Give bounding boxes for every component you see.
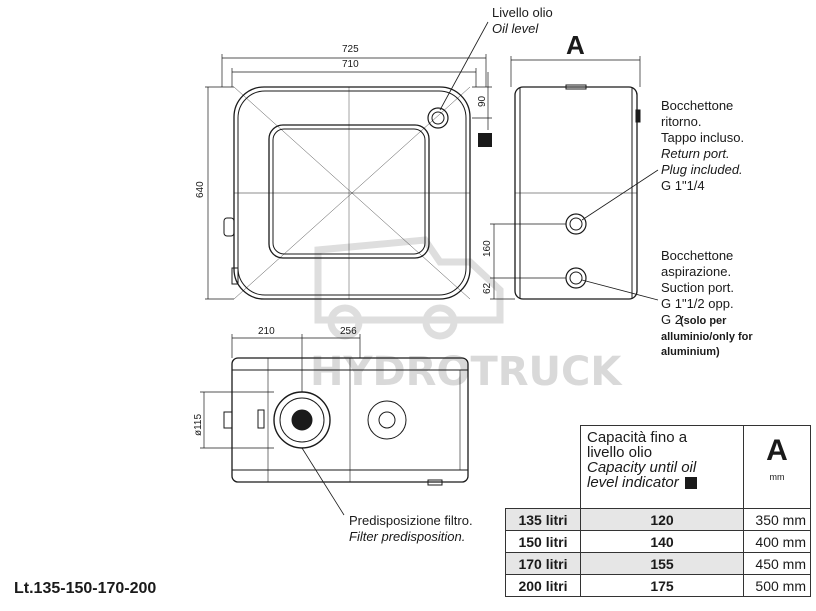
view-label-a: A xyxy=(566,30,585,60)
dim-115: ø115 xyxy=(193,414,204,436)
dim-90: 90 xyxy=(477,95,488,107)
capacity-table: Capacità fino a livello olio Capacity un… xyxy=(505,425,811,597)
side-view xyxy=(514,84,641,300)
oil-level-marker-icon xyxy=(684,477,697,490)
row-label: 135 litri xyxy=(505,508,581,531)
front-dimensions xyxy=(205,54,492,300)
suction-note-3: aluminium) xyxy=(661,346,720,358)
watermark-truck-icon xyxy=(314,236,504,340)
dim-256: 256 xyxy=(340,326,357,337)
return-port-line-3: Tappo incluso. xyxy=(661,130,744,145)
return-port-line-1: Bocchettone xyxy=(661,98,733,113)
dim-725: 725 xyxy=(342,44,359,55)
header-unit: mm xyxy=(769,472,785,482)
suction-port-line-2: aspirazione. xyxy=(661,264,731,279)
row-value: 140 xyxy=(580,530,744,553)
suction-port-line-5: G 2 xyxy=(661,312,682,327)
dim-640: 640 xyxy=(195,181,206,198)
row-value: 155 xyxy=(580,552,744,575)
row-label: 170 litri xyxy=(505,552,581,575)
return-port-line-2: ritorno. xyxy=(661,114,701,129)
row-label: 150 litri xyxy=(505,530,581,553)
row-value: 175 xyxy=(580,574,744,597)
oil-level-marker-icon xyxy=(478,133,492,147)
row-label: 200 litri xyxy=(505,574,581,597)
front-view xyxy=(223,86,471,300)
header-en-1: Capacity until oil xyxy=(587,459,697,476)
top-dimensions xyxy=(200,334,361,449)
row-a-mm: 450 mm xyxy=(743,552,811,575)
row-a-mm: 350 mm xyxy=(743,508,811,531)
table-row: 150 litri 140 400 mm xyxy=(505,530,811,553)
dim-62: 62 xyxy=(482,282,493,294)
table-row: 135 litri 120 350 mm xyxy=(505,508,811,531)
oil-level-label-en: Oil level xyxy=(492,21,539,36)
side-dimensions xyxy=(490,56,641,300)
header-it-1: Capacità fino a xyxy=(587,429,688,446)
suction-note-2: alluminio/only for xyxy=(661,331,753,343)
header-it-2: livello olio xyxy=(587,444,653,461)
dim-710: 710 xyxy=(342,59,359,70)
watermark-text: HYDROTRUCK xyxy=(310,349,623,395)
header-a: A xyxy=(766,434,788,467)
return-port-en-1: Return port. xyxy=(661,146,730,161)
table-header-a: A mm xyxy=(743,425,811,509)
row-value: 120 xyxy=(580,508,744,531)
suction-port-line-4: G 1"1/2 opp. xyxy=(661,296,734,311)
suction-port-line-3: Suction port. xyxy=(661,280,734,295)
suction-note-1: (solo per xyxy=(680,315,727,327)
table-row: 200 litri 175 500 mm xyxy=(505,574,811,597)
row-a-mm: 500 mm xyxy=(743,574,811,597)
oil-level-label: Livello olio xyxy=(492,5,553,20)
return-port-thread: G 1"1/4 xyxy=(661,178,705,193)
model-code: Lt.135-150-170-200 xyxy=(14,580,157,597)
table-row: 170 litri 155 450 mm xyxy=(505,552,811,575)
return-port-en-2: Plug included. xyxy=(661,162,743,177)
table-header-capacity: Capacità fino a livello olio Capacity un… xyxy=(580,425,744,509)
dim-210: 210 xyxy=(258,326,275,337)
row-a-mm: 400 mm xyxy=(743,530,811,553)
leader-lines xyxy=(301,21,659,516)
header-en-2: level indicator xyxy=(587,474,679,491)
filter-label-en: Filter predisposition. xyxy=(349,529,465,544)
filter-label: Predisposizione filtro. xyxy=(349,513,473,528)
dim-160: 160 xyxy=(482,240,493,257)
table-corner xyxy=(505,425,581,509)
suction-port-line-1: Bocchettone xyxy=(661,248,733,263)
